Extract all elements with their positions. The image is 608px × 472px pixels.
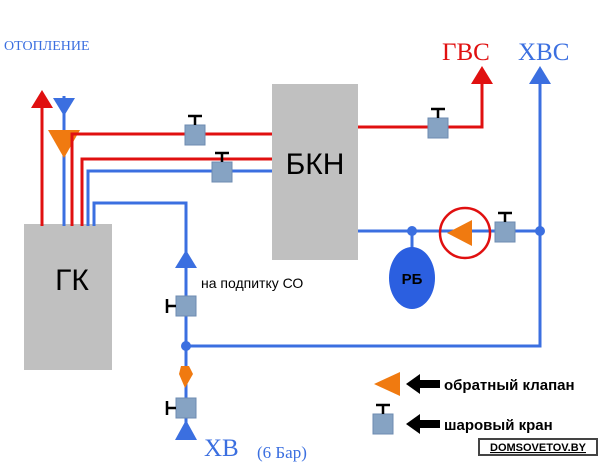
cold-outlet-label: ХВС: [518, 39, 569, 66]
ball-valve-cold: [210, 151, 234, 184]
ball-valve-makeup: [165, 294, 198, 318]
ball-valve-hot: [183, 114, 207, 147]
junction-cold: [535, 226, 545, 236]
cold-inlet-arrow: [175, 420, 197, 440]
ball-valve-icon: [371, 403, 395, 436]
boiler-box: [24, 224, 112, 370]
dhw-check-valve: [447, 220, 472, 246]
bkn-hot-supply-pipe: [70, 132, 272, 226]
junction-inlet: [181, 341, 191, 351]
ball-valve-cold-inlet: [493, 211, 517, 244]
legend-arrow-ball: [406, 414, 440, 434]
makeup-label: на подпитку СО: [201, 275, 303, 291]
cold-inlet-label: ХВ: [204, 435, 239, 462]
dhw-pipe: [358, 82, 484, 129]
watermark-text: DOMSOVETOV.BY: [490, 442, 587, 454]
legend-arrow-check: [406, 374, 440, 394]
bkn-cold-pipe: [86, 169, 272, 226]
legend-ball-valve-text: шаровый кран: [444, 417, 553, 434]
heating-supply-arrow: [31, 90, 53, 108]
heating-label: ОТОПЛЕНИЕ: [4, 39, 90, 54]
heating-return-arrow: [53, 98, 75, 116]
bkn-hot-return-pipe: [80, 157, 272, 226]
expansion-tank-label: РБ: [402, 271, 423, 288]
highlight-ring: [438, 206, 492, 260]
cold-outlet-pipe: [186, 82, 542, 348]
ball-valve-dhw: [426, 107, 450, 140]
makeup-arrow: [175, 250, 197, 268]
boiler-label: ГК: [55, 264, 89, 297]
indirect-heater-box: [272, 84, 358, 260]
dhw-arrow: [471, 66, 493, 84]
legend: обратный клапан шаровый кран: [371, 372, 575, 436]
legend-check-valve-text: обратный клапан: [444, 377, 575, 394]
expansion-tank: [389, 247, 435, 309]
check-valve-icon: [374, 372, 400, 396]
inlet-check-valve: [179, 366, 193, 388]
indirect-heater-label: БКН: [286, 148, 345, 181]
watermark: DOMSOVETOV.BY: [478, 438, 598, 456]
cold-outlet-arrow: [529, 66, 551, 84]
makeup-pipe: [92, 201, 188, 346]
dhw-label: ГВС: [442, 39, 490, 66]
cold-inlet-pressure-label: (6 Бар): [257, 443, 307, 462]
ball-valve-inlet: [165, 396, 198, 420]
